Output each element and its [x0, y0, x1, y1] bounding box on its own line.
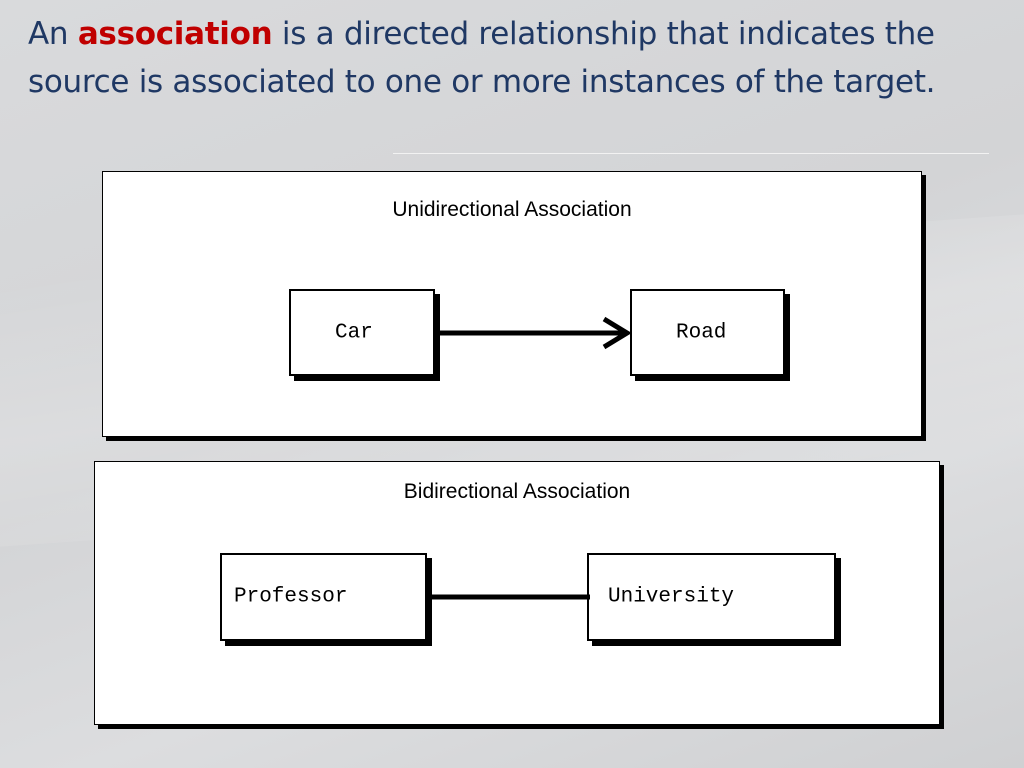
title-divider	[393, 153, 989, 154]
slide-title: An association is a directed relationshi…	[28, 10, 1008, 106]
class-name-road: Road	[676, 321, 727, 344]
unidirectional-title: Unidirectional Association	[392, 198, 632, 221]
class-name-university: University	[608, 585, 735, 609]
title-line-1: An association is a directed relationshi…	[28, 10, 1008, 58]
class-name-car: Car	[335, 321, 373, 344]
class-box-university: University	[587, 553, 836, 641]
bidirectional-line	[430, 594, 590, 600]
class-name-professor: Professor	[234, 585, 348, 609]
arrowhead-icon	[602, 316, 632, 350]
title-prefix: An	[28, 16, 78, 52]
unidirectional-panel: Unidirectional Association	[102, 171, 922, 437]
class-box-road: Road	[630, 289, 785, 376]
class-box-car: Car	[289, 289, 435, 376]
title-keyword: association	[77, 16, 273, 52]
class-box-professor: Professor	[220, 553, 427, 641]
unidirectional-arrow	[440, 316, 632, 350]
bidirectional-title: Bidirectional Association	[403, 480, 631, 503]
title-line-2: source is associated to one or more inst…	[28, 64, 936, 100]
title-line1-rest: is a directed relationship that indicate…	[272, 16, 935, 52]
